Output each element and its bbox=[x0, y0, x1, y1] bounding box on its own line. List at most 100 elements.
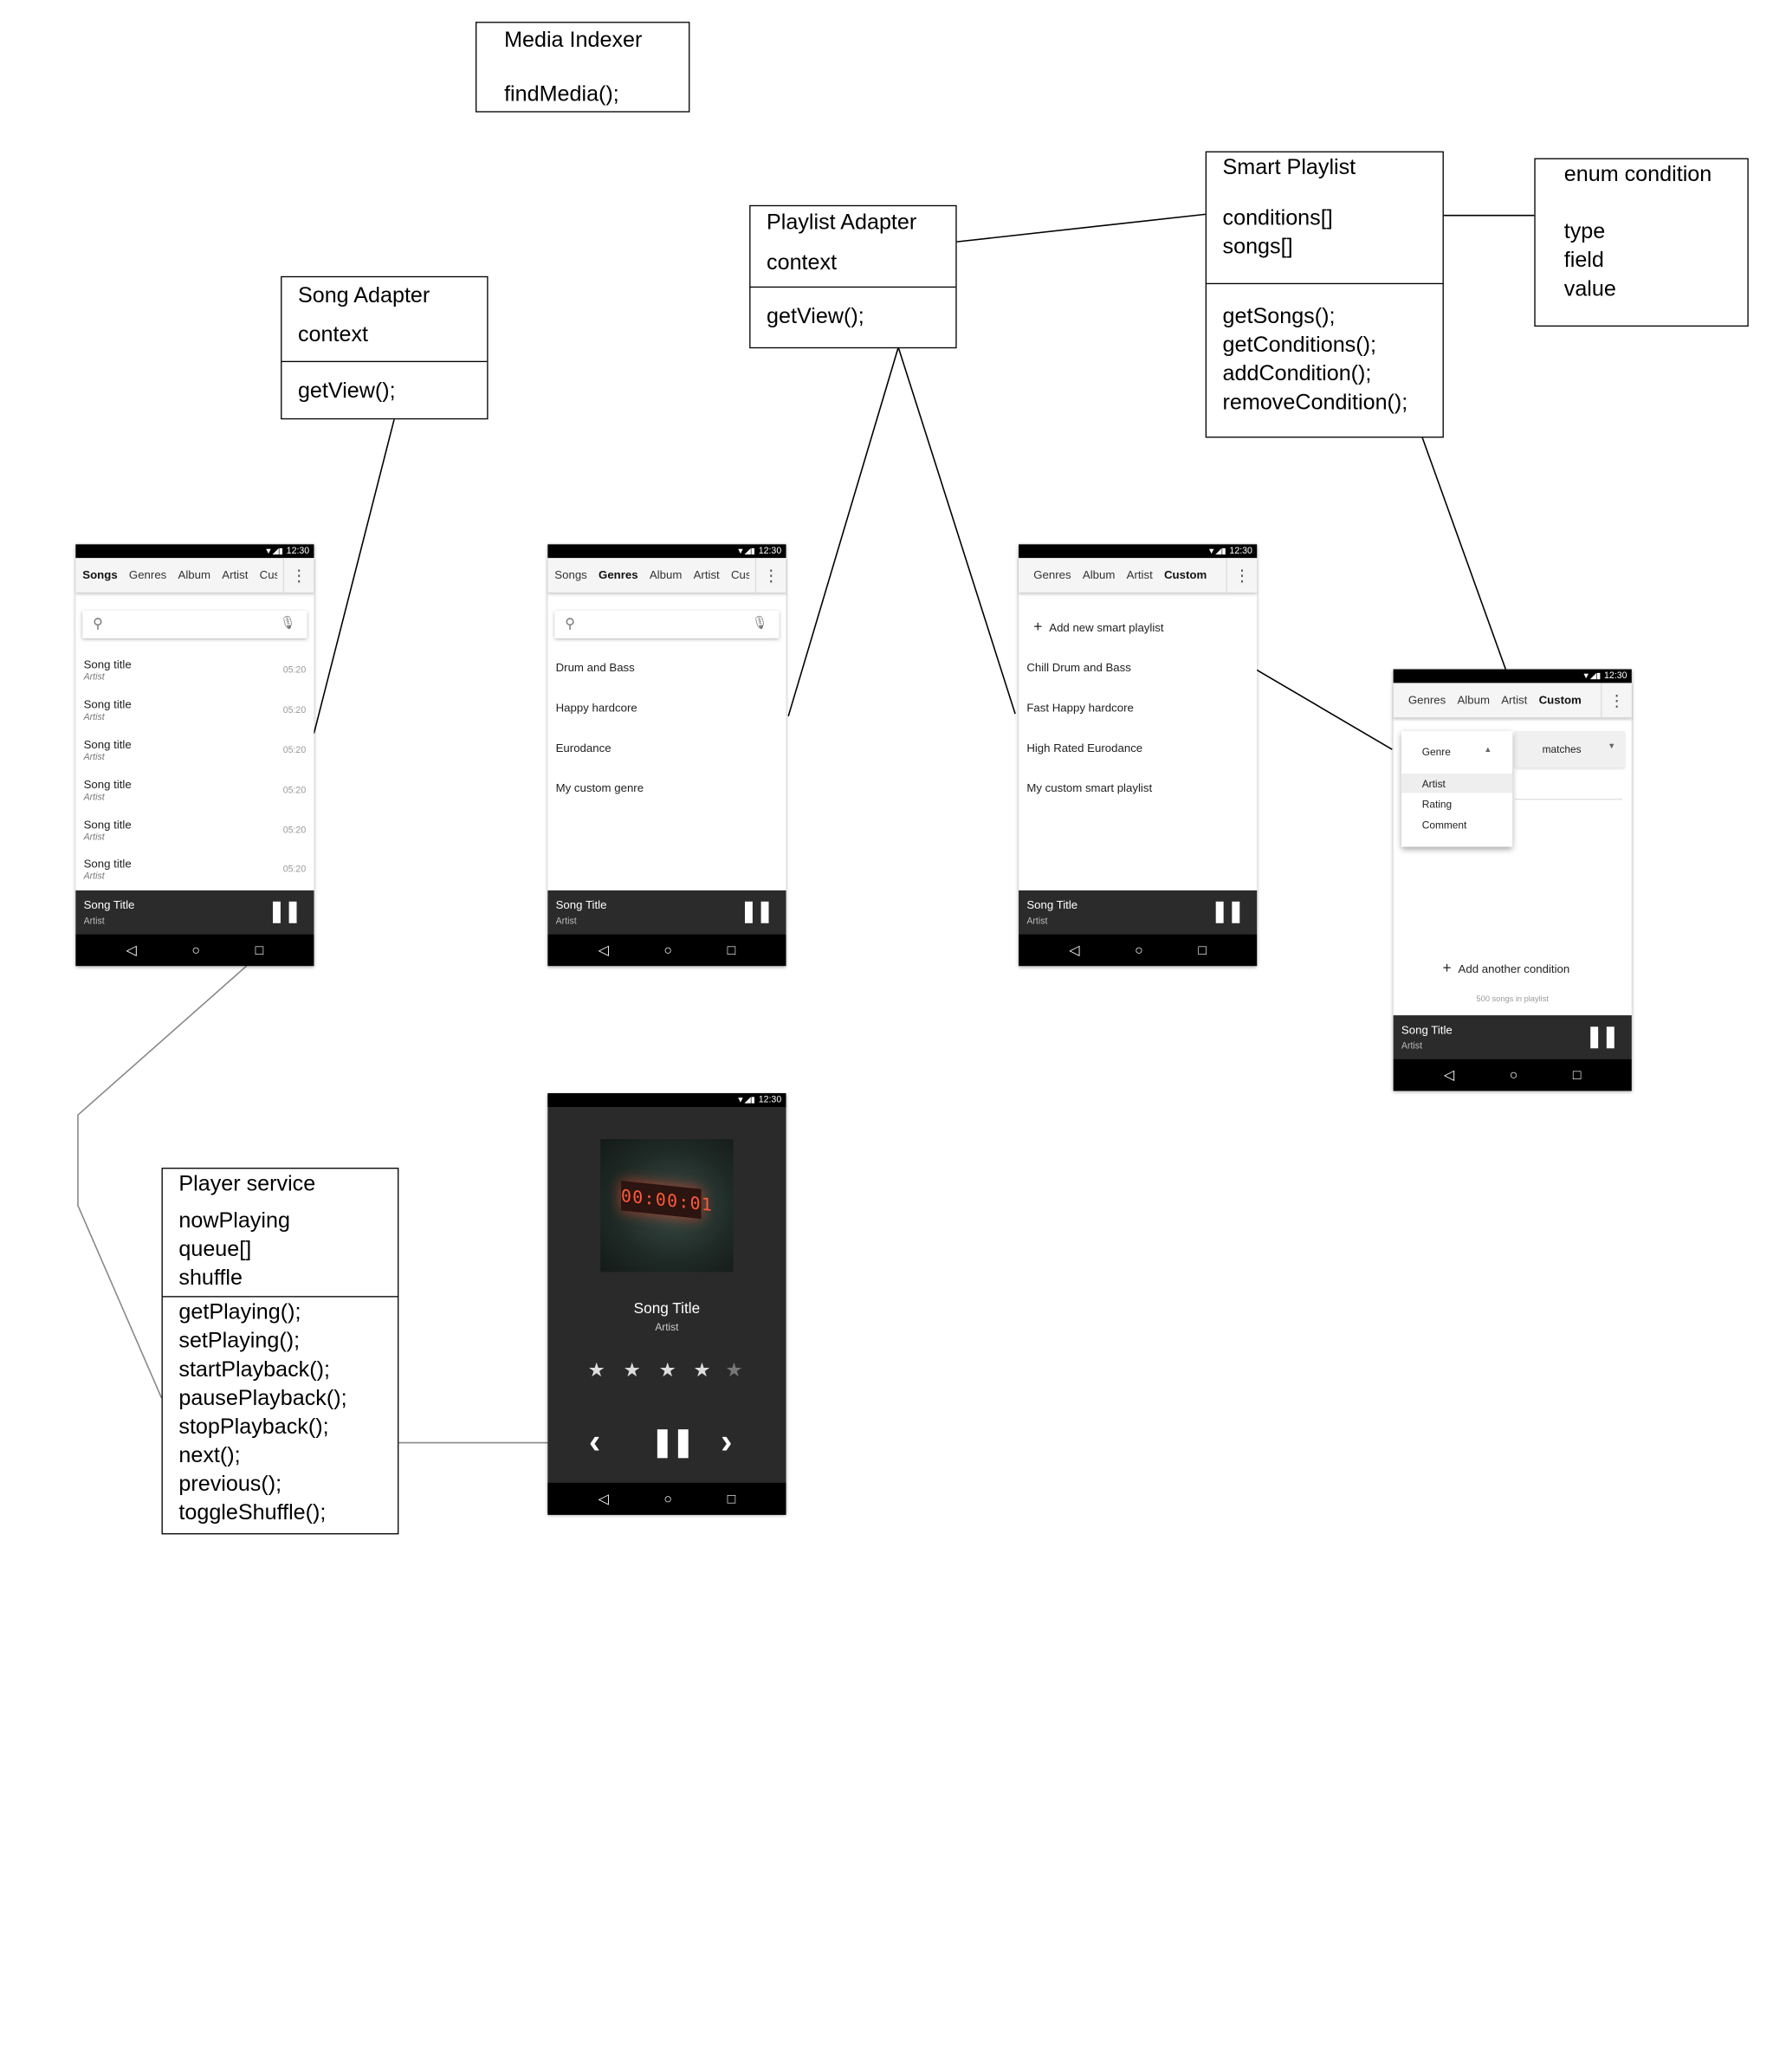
signal-battery-icon: ▼◢▮ bbox=[1207, 547, 1226, 556]
tab-genres[interactable]: Genres bbox=[1407, 694, 1446, 707]
media-indexer-class: Media Indexer findMedia(); bbox=[476, 22, 690, 113]
playlist-item[interactable]: My custom smart playlist bbox=[1026, 782, 1153, 796]
class-method: getConditions(); bbox=[1222, 333, 1376, 358]
playlist-item[interactable]: High Rated Eurodance bbox=[1026, 742, 1143, 755]
star-icon[interactable]: ★ bbox=[587, 1358, 605, 1382]
chevron-down-icon: ▼ bbox=[1608, 742, 1616, 751]
tab-artist[interactable]: Artist bbox=[1501, 694, 1528, 707]
home-icon[interactable]: ○ bbox=[663, 942, 673, 958]
back-icon[interactable]: ◁ bbox=[598, 942, 609, 958]
mini-player[interactable]: Song Title Artist ❚❚ bbox=[1019, 890, 1258, 935]
song-artist: Artist bbox=[83, 671, 105, 683]
dropdown-option[interactable]: Artist bbox=[1421, 778, 1446, 790]
tab-artist[interactable]: Artist bbox=[693, 568, 720, 582]
mini-player-title: Song Title bbox=[555, 899, 607, 913]
search-input[interactable]: ⚲ 🎙 bbox=[554, 611, 780, 638]
more-vert-icon[interactable]: ⋮ bbox=[754, 558, 786, 592]
class-title: Playlist Adapter bbox=[767, 210, 917, 236]
recents-icon[interactable]: □ bbox=[727, 942, 736, 958]
add-condition-button[interactable]: +Add another condition bbox=[1443, 959, 1570, 976]
add-smart-playlist-button[interactable]: +Add new smart playlist bbox=[1033, 618, 1163, 635]
mic-icon[interactable]: 🎙 bbox=[279, 616, 296, 631]
tab-genres[interactable]: Genres bbox=[599, 568, 638, 582]
tab-album[interactable]: Album bbox=[178, 568, 211, 582]
tab-custom[interactable]: Custc bbox=[730, 568, 749, 582]
tab-album[interactable]: Album bbox=[649, 568, 683, 582]
more-vert-icon[interactable]: ⋮ bbox=[282, 558, 314, 592]
recents-icon[interactable]: □ bbox=[1198, 942, 1207, 958]
status-bar: ▼◢▮12:30 bbox=[547, 1093, 786, 1107]
pause-icon[interactable]: ❚❚ bbox=[1585, 1024, 1620, 1048]
chevron-right-icon[interactable]: › bbox=[721, 1423, 733, 1461]
more-vert-icon[interactable]: ⋮ bbox=[1601, 683, 1632, 718]
genre-item[interactable]: My custom genre bbox=[555, 782, 644, 796]
search-input[interactable]: ⚲ 🎙 bbox=[82, 611, 307, 638]
class-method: stopPlayback(); bbox=[178, 1415, 329, 1440]
mini-player-title: Song Title bbox=[1401, 1024, 1453, 1038]
tab-custom[interactable]: Custom bbox=[1538, 694, 1582, 707]
class-method: addCondition(); bbox=[1222, 362, 1372, 386]
back-icon[interactable]: ◁ bbox=[598, 1491, 609, 1507]
signal-battery-icon: ▼◢▮ bbox=[736, 547, 755, 556]
tab-songs[interactable]: Songs bbox=[554, 568, 587, 582]
song-duration: 05:20 bbox=[282, 864, 307, 875]
class-method: previous(); bbox=[178, 1472, 282, 1497]
playlist-item[interactable]: Fast Happy hardcore bbox=[1026, 702, 1134, 715]
class-field: shuffle bbox=[178, 1266, 243, 1291]
status-bar: ▼◢▮12:30 bbox=[547, 544, 786, 559]
pause-icon[interactable]: ❚❚ bbox=[650, 1427, 695, 1458]
playlist-item[interactable]: Chill Drum and Bass bbox=[1026, 662, 1131, 676]
home-icon[interactable]: ○ bbox=[191, 942, 200, 958]
genre-item[interactable]: Eurodance bbox=[555, 742, 612, 755]
tab-custom[interactable]: Custo bbox=[259, 568, 278, 582]
tab-songs[interactable]: Songs bbox=[82, 568, 118, 582]
tab-genres[interactable]: Genres bbox=[128, 568, 167, 582]
field-dropdown[interactable]: Genre ▲ Artist Rating Comment bbox=[1401, 731, 1513, 847]
class-method: getPlaying(); bbox=[178, 1300, 301, 1325]
chevron-left-icon[interactable]: ‹ bbox=[588, 1423, 601, 1461]
pause-icon[interactable]: ❚❚ bbox=[1211, 899, 1245, 923]
star-icon[interactable]: ★ bbox=[693, 1358, 711, 1382]
recents-icon[interactable]: □ bbox=[727, 1491, 736, 1507]
star-icon[interactable]: ★ bbox=[725, 1358, 743, 1382]
pause-icon[interactable]: ❚❚ bbox=[268, 899, 301, 923]
dropdown-option[interactable]: Comment bbox=[1421, 819, 1467, 832]
mini-player-artist: Artist bbox=[555, 915, 577, 926]
playlist-adapter-class: Playlist Adapter context getView(); bbox=[749, 204, 957, 349]
more-vert-icon[interactable]: ⋮ bbox=[1226, 558, 1258, 592]
mini-player[interactable]: Song Title Artist ❚❚ bbox=[1393, 1015, 1632, 1059]
tab-album[interactable]: Album bbox=[1082, 568, 1116, 582]
home-icon[interactable]: ○ bbox=[1135, 942, 1143, 958]
genre-item[interactable]: Happy hardcore bbox=[555, 702, 637, 715]
back-icon[interactable]: ◁ bbox=[1443, 1066, 1455, 1084]
tab-album[interactable]: Album bbox=[1457, 694, 1490, 707]
back-icon[interactable]: ◁ bbox=[126, 942, 137, 958]
tab-genres[interactable]: Genres bbox=[1033, 568, 1071, 582]
genre-item[interactable]: Drum and Bass bbox=[555, 662, 635, 676]
mic-icon[interactable]: 🎙 bbox=[751, 616, 768, 631]
recents-icon[interactable]: □ bbox=[255, 942, 264, 958]
operator-select[interactable]: matches ▼ bbox=[1514, 731, 1625, 768]
pause-icon[interactable]: ❚❚ bbox=[740, 899, 773, 923]
operator-selected: matches bbox=[1542, 743, 1582, 755]
class-fields: Smart Playlist conditions[] songs[] bbox=[1207, 152, 1443, 283]
back-icon[interactable]: ◁ bbox=[1069, 942, 1080, 958]
star-icon[interactable]: ★ bbox=[658, 1358, 676, 1382]
tab-artist[interactable]: Artist bbox=[1126, 568, 1153, 582]
recents-icon[interactable]: □ bbox=[1572, 1066, 1582, 1084]
tab-artist[interactable]: Artist bbox=[222, 568, 249, 582]
home-icon[interactable]: ○ bbox=[1509, 1066, 1518, 1084]
tab-custom[interactable]: Custom bbox=[1163, 568, 1207, 582]
home-icon[interactable]: ○ bbox=[663, 1491, 673, 1507]
dropdown-option[interactable]: Rating bbox=[1421, 799, 1453, 811]
class-field: songs[] bbox=[1222, 235, 1293, 259]
mini-player[interactable]: Song Title Artist ❚❚ bbox=[75, 890, 314, 935]
star-icon[interactable]: ★ bbox=[623, 1358, 641, 1382]
mini-player[interactable]: Song Title Artist ❚❚ bbox=[547, 890, 786, 935]
